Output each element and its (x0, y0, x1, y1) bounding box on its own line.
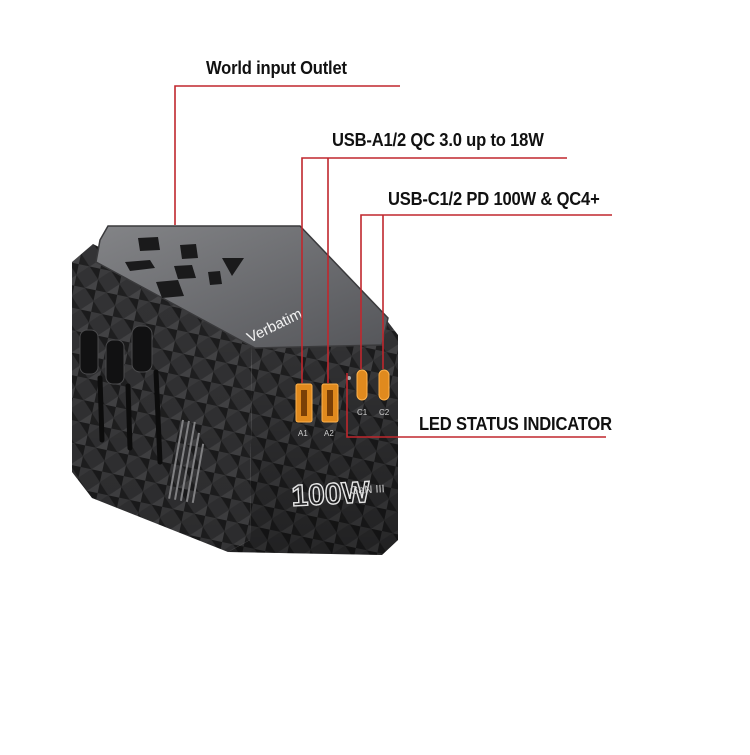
port-label-c2: C2 (379, 408, 390, 417)
callout-usb-c: USB-C1/2 PD 100W & QC4+ (388, 189, 600, 209)
port-label-c1: C1 (357, 408, 368, 417)
usb-a1-port (295, 383, 313, 423)
plug-slider-switches (79, 325, 153, 385)
led-status-light (347, 376, 351, 380)
callout-usb-a: USB-A1/2 QC 3.0 up to 18W (332, 130, 544, 150)
usb-c2-port (378, 369, 390, 401)
world-outlet-socket (125, 237, 244, 298)
gan-mark: GaN III (350, 483, 385, 497)
callout-world-outlet: World input Outlet (206, 58, 347, 78)
port-label-a1: A1 (298, 429, 308, 438)
callout-lines (174, 85, 612, 438)
device-top-plate (95, 225, 389, 349)
usb-a2-port (321, 383, 339, 423)
usb-c1-port (356, 369, 368, 401)
callout-led-indicator: LED STATUS INDICATOR (419, 414, 612, 434)
port-label-a2: A2 (324, 429, 334, 438)
wattage-mark: 100W (291, 476, 372, 513)
